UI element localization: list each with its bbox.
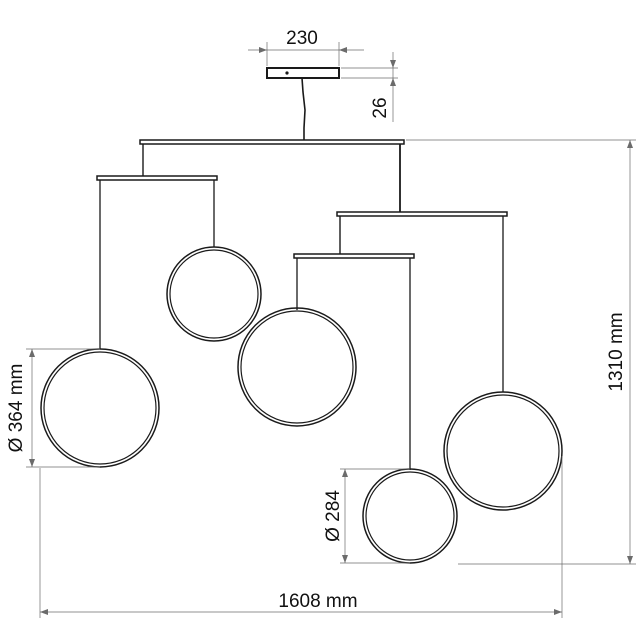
- label-total-width: 1608 mm: [278, 591, 357, 612]
- middle-lower-bar: [293, 253, 415, 259]
- label-small-diameter: Ø 284: [323, 490, 344, 542]
- ring-right-large: [443, 391, 563, 511]
- ring-left-large: [40, 348, 160, 468]
- ring-left-small: [166, 246, 262, 342]
- dim-canopy-height: [341, 52, 398, 122]
- label-total-height: 1310 mm: [606, 312, 627, 391]
- dim-large-diameter: [26, 348, 100, 468]
- ceiling-canopy: [266, 67, 340, 79]
- label-canopy-width: 230: [286, 28, 318, 49]
- right-upper-bar: [336, 211, 508, 217]
- ring-center: [237, 307, 357, 427]
- dim-total-height: [406, 139, 636, 565]
- suspension-cable: [301, 77, 306, 140]
- ring-bottom-small: [362, 468, 458, 564]
- left-bar: [96, 175, 218, 181]
- label-large-diameter: Ø 364 mm: [6, 364, 27, 453]
- dim-small-diameter: [340, 468, 410, 564]
- top-bar: [139, 139, 405, 145]
- dim-canopy-width: [248, 42, 364, 66]
- dim-total-width: [39, 456, 563, 618]
- label-canopy-height: 26: [370, 97, 391, 118]
